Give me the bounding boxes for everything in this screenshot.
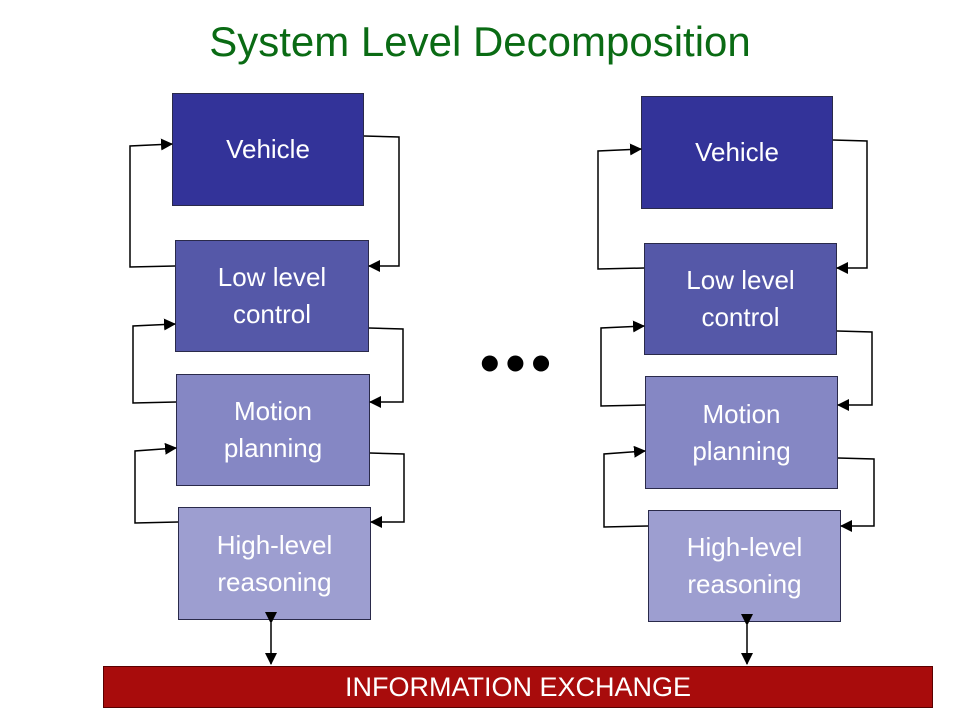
left-low-level-control-box: Low level control — [175, 240, 369, 352]
right-high-level-reasoning-box: High-level reasoning — [648, 510, 841, 622]
right-loop-low-to-motion — [836, 330, 873, 411]
left-vehicle-box: Vehicle — [172, 93, 364, 206]
information-exchange-bar: INFORMATION EXCHANGE — [103, 666, 933, 708]
left-loop-low-to-motion — [368, 327, 404, 408]
right-loop-vehicle-to-low — [832, 139, 868, 274]
right-motion-label: Motion planning — [692, 398, 791, 466]
diagram-title: System Level Decomposition — [209, 18, 751, 65]
left-motion-label: Motion planning — [223, 396, 323, 463]
left-high-level-label: High-level reasoning — [216, 529, 333, 597]
right-vehicle-label: Vehicle — [695, 137, 779, 168]
right-loop-high-to-motion — [603, 445, 649, 528]
right-loop-motion-to-high — [837, 457, 875, 532]
right-loop-low-to-vehicle — [597, 143, 645, 270]
left-vehicle-label: Vehicle — [226, 134, 310, 165]
information-exchange-label: INFORMATION EXCHANGE — [344, 672, 692, 702]
right-vehicle-box: Vehicle — [641, 96, 833, 209]
right-loop-motion-to-low — [600, 320, 646, 407]
left-motion-planning-box: Motion planning — [176, 374, 370, 486]
left-loop-vehicle-to-low — [363, 135, 400, 272]
left-loop-motion-to-low — [132, 318, 177, 404]
ellipsis-dots: ••• — [480, 331, 557, 394]
right-motion-planning-box: Motion planning — [645, 376, 838, 489]
right-low-level-label: Low level control — [686, 265, 795, 332]
left-loop-low-to-vehicle — [129, 138, 176, 268]
left-low-level-label: Low level control — [217, 262, 327, 329]
right-low-level-control-box: Low level control — [644, 243, 837, 355]
right-high-level-label: High-level reasoning — [686, 532, 803, 599]
left-loop-motion-to-high — [369, 452, 405, 528]
left-loop-high-to-motion — [134, 442, 179, 524]
